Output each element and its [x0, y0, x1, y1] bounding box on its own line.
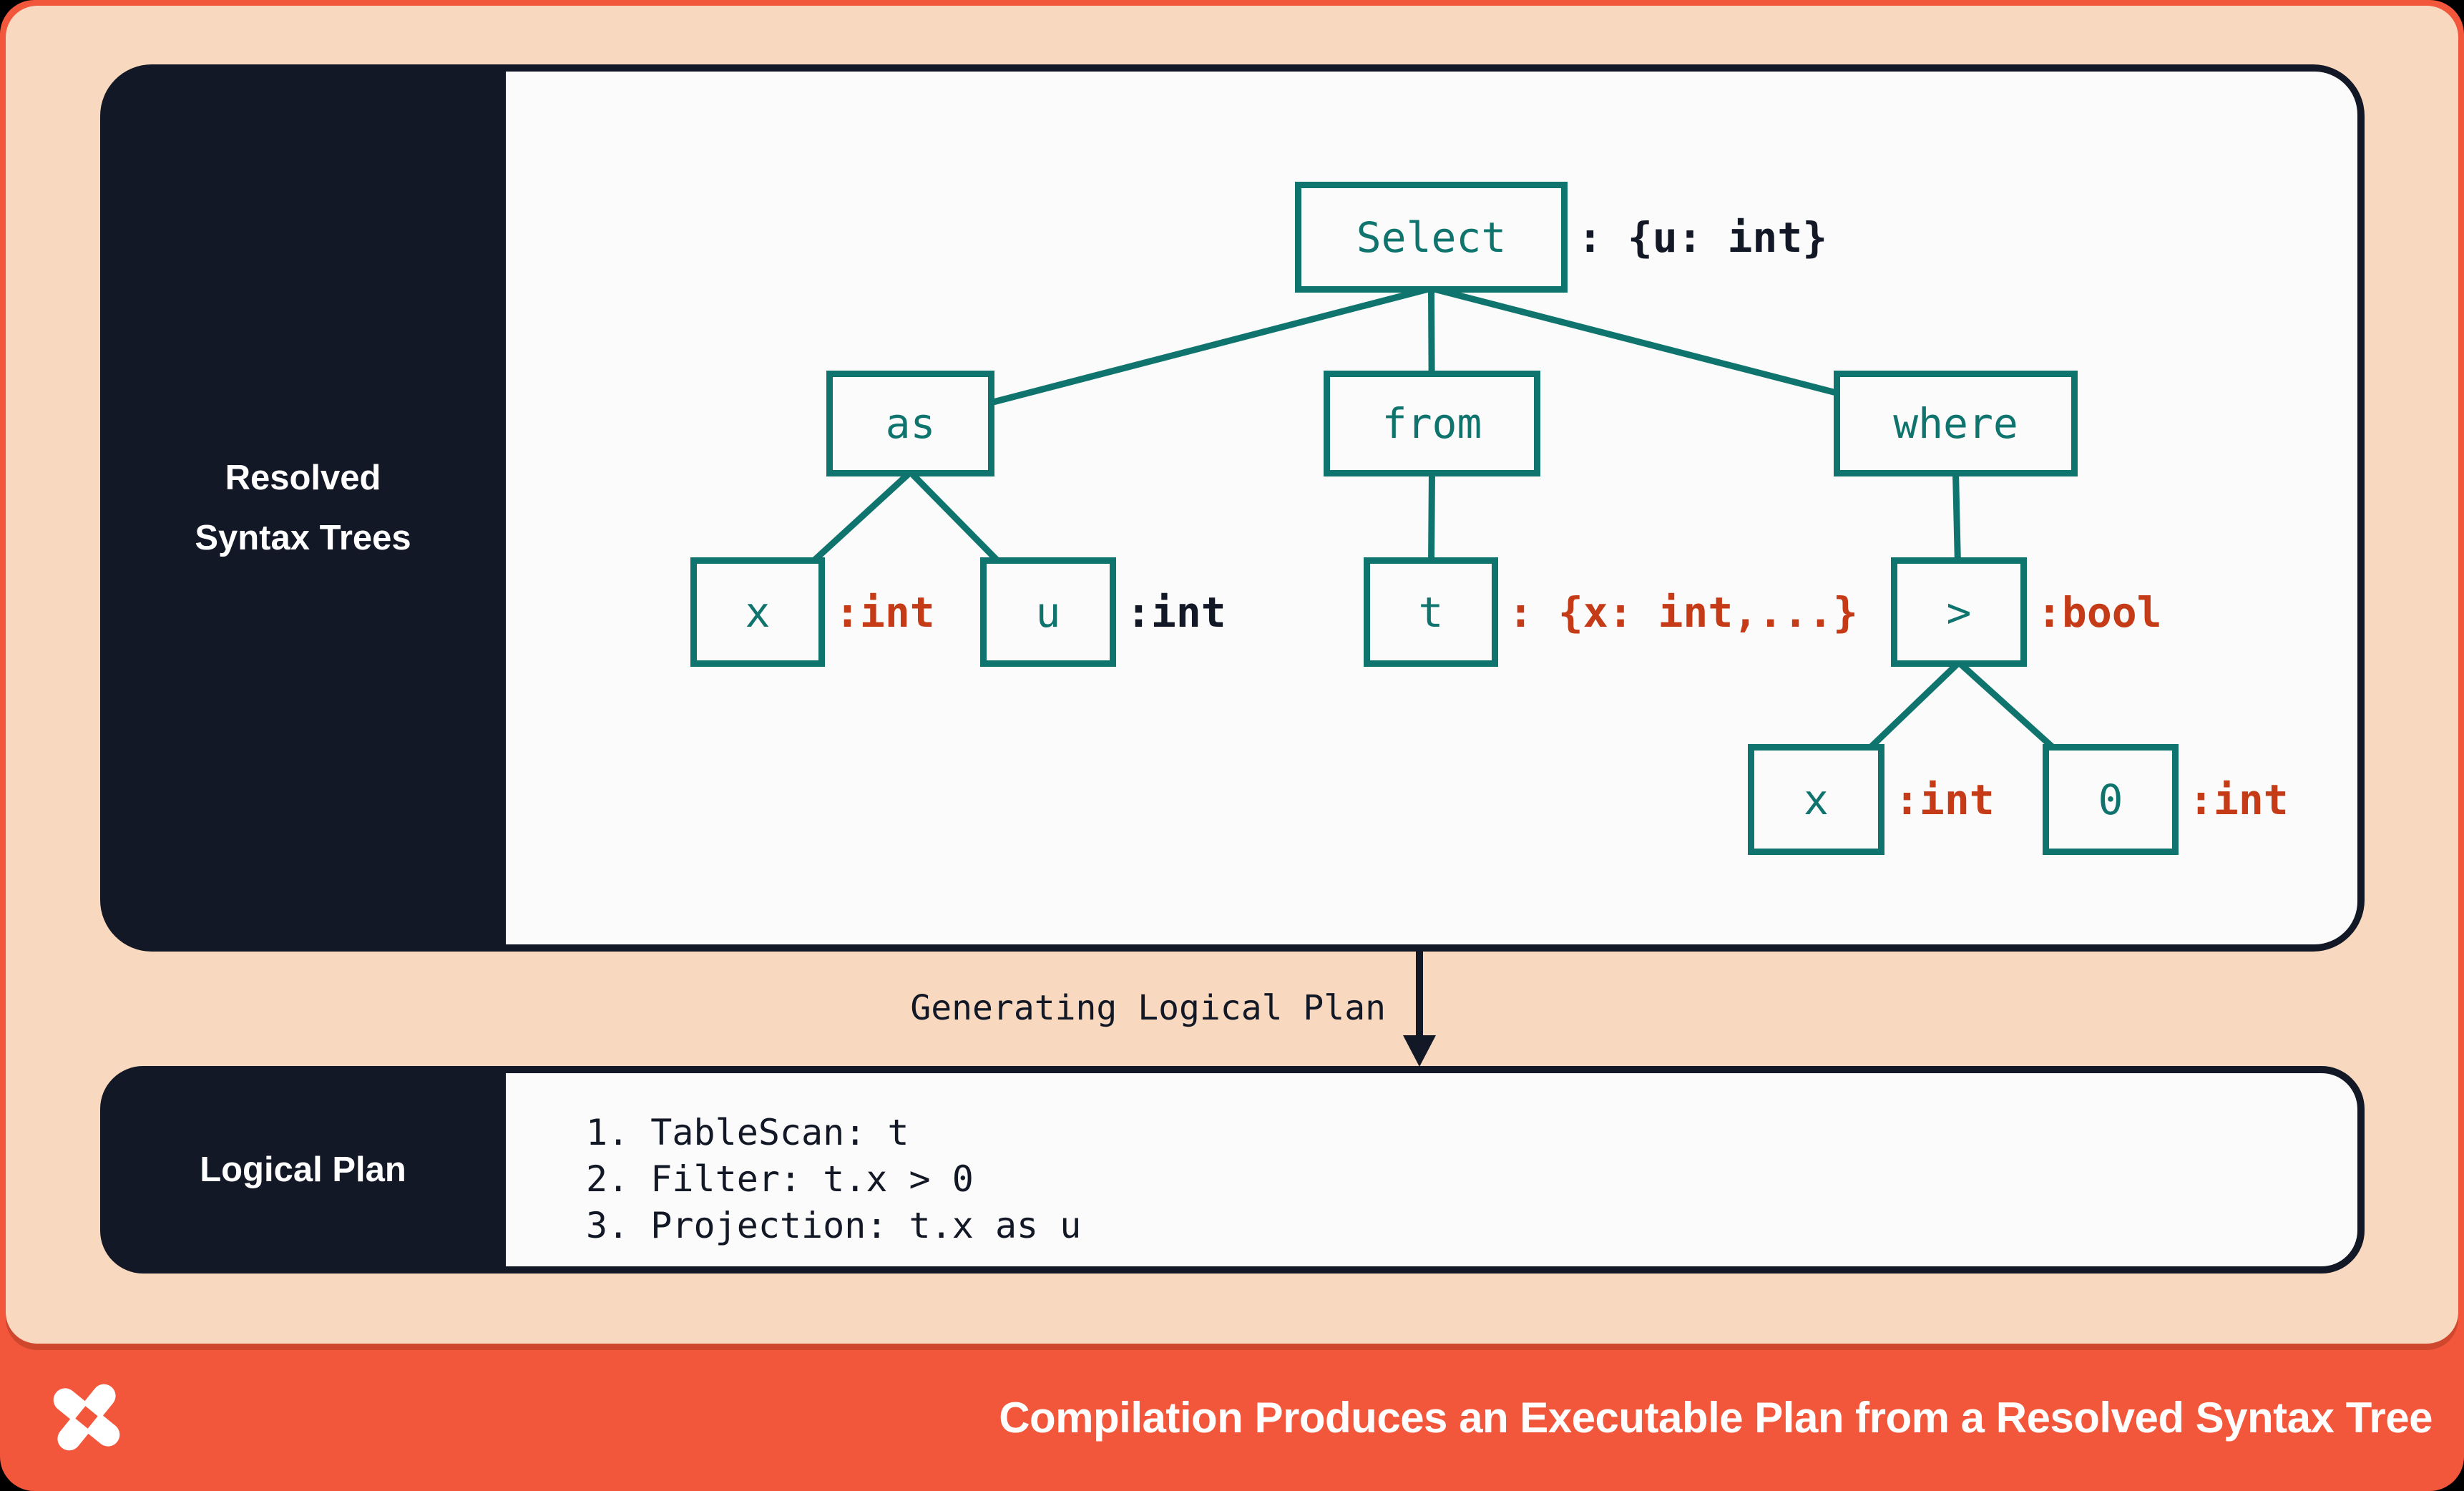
resolved-label-line2: Syntax Trees — [195, 519, 411, 557]
resolved-syntax-trees-label: Resolved Syntax Trees — [100, 64, 506, 952]
resolved-syntax-trees-panel: Resolved Syntax Trees — [100, 64, 2365, 952]
logical-plan-steps: 1. TableScan: t 2. Filter: t.x > 0 3. Proj… — [586, 1110, 1081, 1249]
logical-plan-step: 3. Projection: t.x as u — [586, 1205, 1082, 1246]
logical-plan-step: 2. Filter: t.x > 0 — [586, 1158, 974, 1200]
footer: Compilation Produces an Executable Plan … — [0, 1344, 2464, 1491]
pinwheel-x-logo — [53, 1384, 120, 1451]
logical-plan-step: 1. TableScan: t — [586, 1112, 909, 1153]
logical-plan-label-text: Logical Plan — [200, 1150, 406, 1189]
logical-plan-canvas — [506, 1073, 2357, 1266]
logical-plan-panel: Logical Plan — [100, 1066, 2365, 1274]
syntax-tree-canvas — [506, 72, 2357, 944]
resolved-label-line1: Resolved — [225, 459, 381, 497]
logical-plan-label: Logical Plan — [100, 1066, 506, 1274]
footer-title: Compilation Produces an Executable Plan … — [999, 1393, 2433, 1442]
